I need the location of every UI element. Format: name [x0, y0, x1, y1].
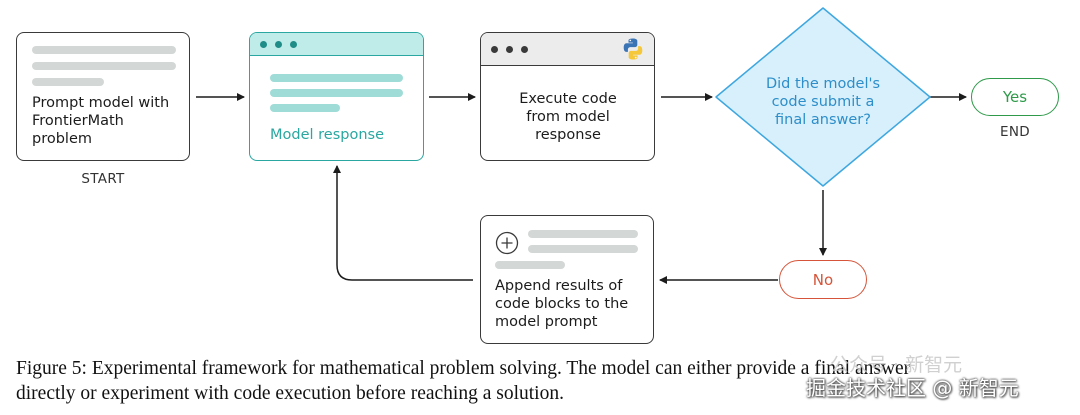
prompt-text: Prompt model with FrontierMath problem — [32, 95, 170, 147]
decision-text: Did the model's code submit a final answ… — [765, 76, 881, 128]
placeholder-line — [528, 245, 638, 253]
model-response-window: Model response — [249, 32, 424, 161]
placeholder-line — [270, 104, 340, 112]
window-dot-icon — [290, 41, 297, 48]
append-results-box: Append results of code blocks to the mod… — [480, 215, 654, 344]
decision-diamond — [715, 7, 931, 187]
window-titlebar — [481, 33, 654, 66]
execute-code-window: Execute code from model response — [480, 32, 655, 161]
figure-caption: Figure 5: Experimental framework for mat… — [16, 356, 1066, 406]
placeholder-line — [528, 230, 638, 238]
window-dot-icon — [521, 46, 528, 53]
plus-circle-icon — [495, 231, 519, 255]
prompt-box: Prompt model with FrontierMath problem — [16, 32, 190, 161]
caption-line: directly or experiment with code executi… — [16, 383, 564, 404]
watermark-wechat: 公众号 · 新智元 — [830, 354, 963, 376]
placeholder-line — [270, 89, 403, 97]
python-logo-icon — [623, 38, 643, 60]
placeholder-line — [32, 62, 176, 70]
execute-code-text: Execute code from model response — [519, 91, 617, 143]
yes-pill: Yes — [971, 78, 1059, 116]
window-dot-icon — [275, 41, 282, 48]
placeholder-line — [270, 74, 403, 82]
connectors-layer — [196, 7, 967, 284]
placeholder-line — [495, 261, 565, 269]
watermark-juejin: 掘金技术社区 @ 新智元 — [806, 376, 1019, 400]
caption-line: Figure 5: Experimental framework for mat… — [16, 358, 911, 379]
placeholder-line — [32, 78, 104, 86]
no-pill: No — [779, 260, 867, 299]
window-dot-icon — [491, 46, 498, 53]
model-response-text: Model response — [270, 127, 385, 143]
start-label: START — [81, 171, 125, 187]
window-dot-icon — [260, 41, 267, 48]
placeholder-line — [32, 46, 176, 54]
window-dot-icon — [506, 46, 513, 53]
end-label: END — [1000, 124, 1030, 140]
arrow-append-to-response — [333, 165, 473, 281]
window-titlebar — [250, 33, 423, 56]
append-results-text: Append results of code blocks to the mod… — [495, 278, 629, 330]
